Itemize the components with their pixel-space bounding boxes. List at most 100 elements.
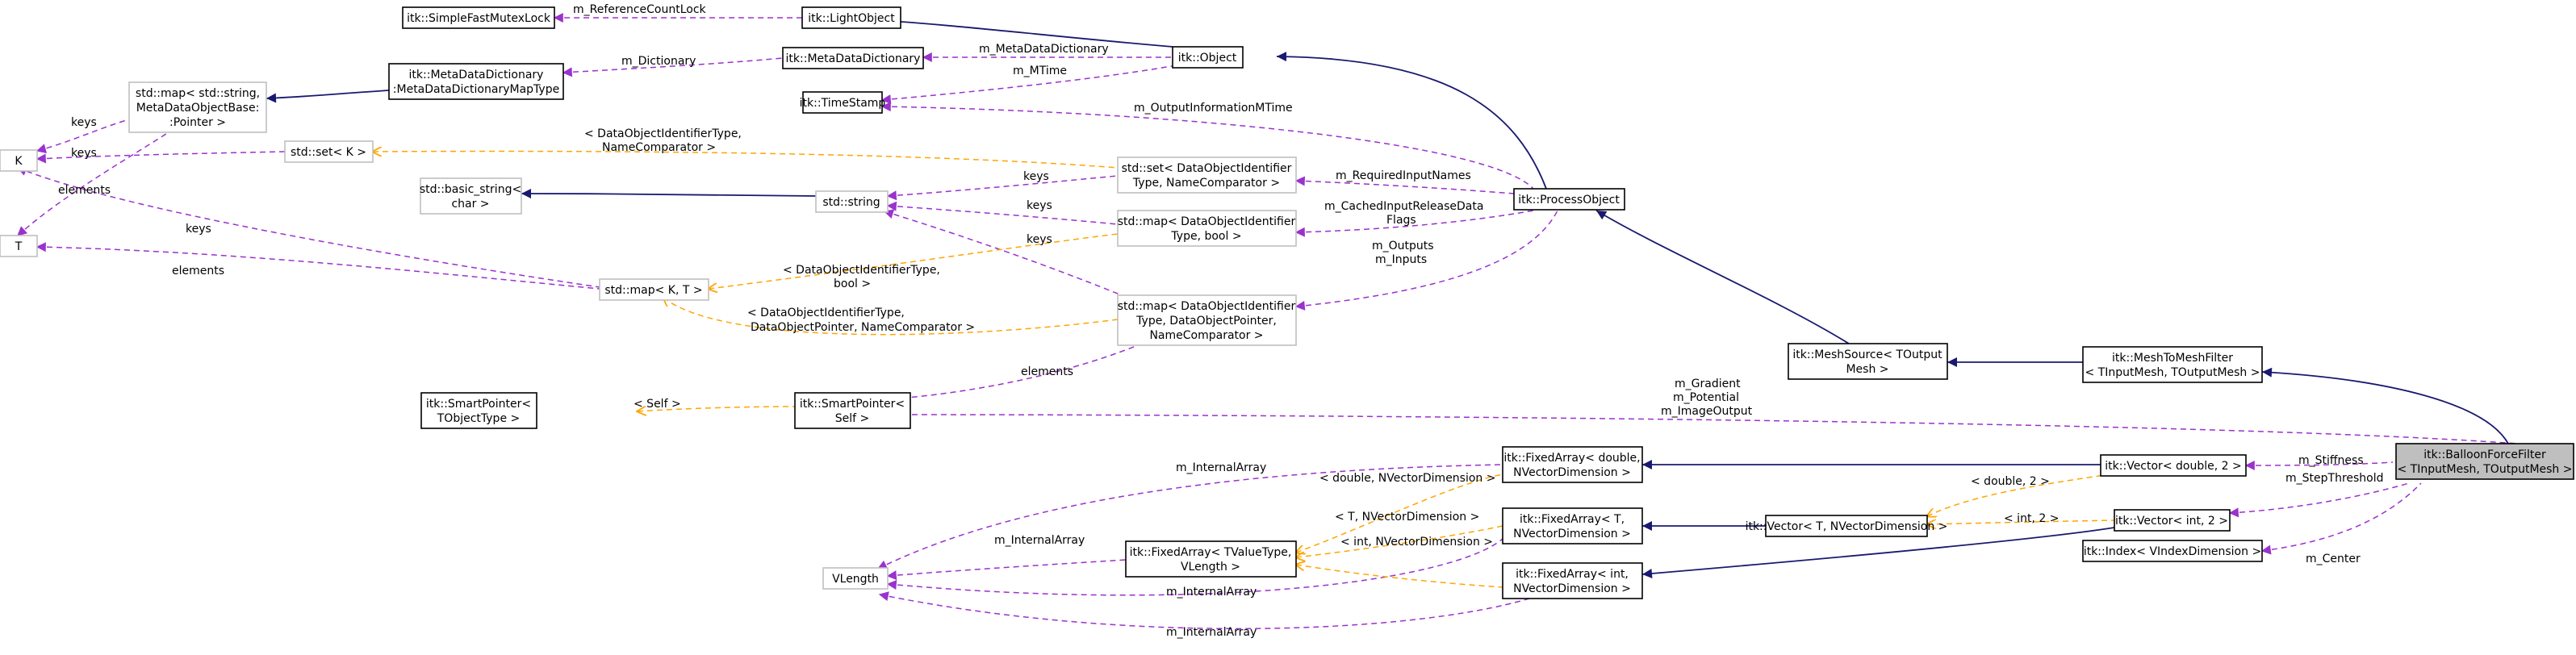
- class-node-index[interactable]: itk::Index< VIndexDimension >: [2082, 540, 2263, 562]
- edge-label: keys: [186, 223, 211, 236]
- node-label: NVectorDimension >: [1513, 582, 1631, 595]
- edge-label: m_OutputInformationMTime: [1134, 102, 1293, 115]
- edge-template-faTV-T: [1296, 525, 1503, 557]
- edge-template-faTV-double: [1296, 474, 1503, 553]
- class-node-fixedarray-T[interactable]: itk::FixedArray< T, NVectorDimension >: [1502, 507, 1643, 544]
- edge-template-vecTN-double2: [1927, 470, 2131, 516]
- edge-label: bool >: [834, 277, 871, 290]
- class-node-T[interactable]: T: [0, 235, 38, 257]
- class-node-lightobject[interactable]: itk::LightObject: [801, 6, 901, 29]
- edge-label: keys: [1023, 170, 1049, 183]
- class-node-meshtomeshfilter[interactable]: itk::MeshToMeshFilter < TInputMesh, TOut…: [2082, 346, 2263, 383]
- edge-inherit-meshsource-processobject: [1595, 210, 1850, 344]
- edge-usage-stepthreshold: [2228, 482, 2410, 518]
- node-label: std::set< K >: [291, 146, 366, 159]
- node-label: itk::SmartPointer<: [426, 398, 531, 411]
- class-node-object[interactable]: itk::Object: [1172, 46, 1244, 69]
- class-node-metadatadictionary[interactable]: itk::MetaDataDictionary: [782, 47, 924, 69]
- node-label: itk::Index< VIndexDimension >: [2084, 545, 2261, 558]
- edge-usage-elements-stdmap: [17, 128, 174, 236]
- class-node-stdset-K[interactable]: std::set< K >: [284, 140, 374, 163]
- edge-label: DataObjectPointer, NameComparator >: [751, 321, 975, 334]
- edge-label: m_MTime: [1013, 65, 1067, 77]
- edge-label: < DataObjectIdentifierType,: [747, 307, 905, 319]
- edge-inherit-vecint-faint: [1641, 527, 2115, 578]
- node-label: std::map< std::string,: [136, 87, 260, 100]
- edge-label: < double, NVectorDimension >: [1319, 472, 1495, 485]
- edge-usage-keys-K-stdmapKT: [16, 166, 600, 288]
- node-label: itk::FixedArray< double,: [1503, 452, 1640, 465]
- edge-usage-requiredinputs: [1294, 176, 1515, 194]
- node-label: std::map< K, T >: [604, 284, 702, 297]
- class-node-vector-int-2[interactable]: itk::Vector< int, 2 >: [2114, 509, 2231, 532]
- node-label: itk::TimeStamp: [800, 97, 886, 110]
- class-node-stdmap-dataobjectidentifier-bool[interactable]: std::map< DataObjectIdentifier Type, boo…: [1117, 210, 1297, 247]
- class-node-metadatadictionarymaptype[interactable]: itk::MetaDataDictionary :MetaDataDiction…: [388, 63, 564, 100]
- node-label: Self >: [835, 412, 870, 425]
- edge-label: m_Dictionary: [621, 55, 696, 68]
- node-label: itk::Vector< int, 2 >: [2115, 515, 2228, 528]
- node-label: char >: [451, 198, 489, 211]
- class-node-vlength[interactable]: VLength: [822, 567, 889, 590]
- class-node-simplefastmutexlock[interactable]: itk::SimpleFastMutexLock: [402, 6, 555, 29]
- edge-label: m_Gradient: [1675, 378, 1741, 390]
- edge-label: keys: [1027, 199, 1052, 212]
- edge-usage-elements-T-stdmapKT: [36, 242, 600, 290]
- node-label: itk::MetaDataDictionary: [409, 69, 544, 81]
- class-node-stdstring[interactable]: std::string: [815, 190, 889, 213]
- node-label: :MetaDataDictionaryMapType: [393, 83, 559, 96]
- node-label: Mesh >: [1846, 363, 1888, 376]
- class-node-smartpointer-self[interactable]: itk::SmartPointer< Self >: [794, 392, 911, 429]
- edge-label: keys: [1027, 233, 1052, 246]
- node-label: < TInputMesh, TOutputMesh >: [2085, 366, 2260, 379]
- edge-template-stdsetK: [373, 152, 1119, 169]
- class-node-fixedarray-double[interactable]: itk::FixedArray< double, NVectorDimensio…: [1502, 446, 1643, 483]
- node-label: NVectorDimension >: [1513, 528, 1631, 540]
- edge-usage-internal-fadouble: [876, 464, 1503, 569]
- edge-usage-keys-stdmapbool-string: [886, 201, 1119, 225]
- edge-usage-internal-faTV: [886, 559, 1127, 581]
- class-node-fixedarray-tvaluetype[interactable]: itk::FixedArray< TValueType, VLength >: [1125, 540, 1297, 578]
- node-label: K: [15, 155, 23, 168]
- class-node-vector-T-nvectordimension[interactable]: itk::Vector< T, NVectorDimension >: [1746, 515, 1948, 537]
- class-node-basicstring[interactable]: std::basic_string< char >: [420, 177, 522, 215]
- node-label: itk::BalloonForceFilter: [2423, 448, 2546, 461]
- edge-usage-keys-stdmapptr-string: [883, 209, 1127, 298]
- edge-usage-keys-stdmap: [36, 119, 130, 153]
- node-label: itk::SimpleFastMutexLock: [407, 12, 551, 25]
- class-node-vector-double-2[interactable]: itk::Vector< double, 2 >: [2100, 454, 2247, 477]
- node-label: itk::FixedArray< TValueType,: [1130, 546, 1292, 559]
- edge-label: < Self >: [634, 398, 681, 411]
- node-label: itk::SmartPointer<: [800, 398, 905, 411]
- edge-label: < DataObjectIdentifierType,: [584, 127, 742, 140]
- class-node-stdmap-K-T[interactable]: std::map< K, T >: [599, 278, 709, 301]
- node-label: std::set< DataObjectIdentifier: [1122, 162, 1292, 175]
- class-node-stdmap-dataobjectpointer[interactable]: std::map< DataObjectIdentifier Type, Dat…: [1117, 294, 1297, 346]
- edge-label: m_ReferenceCountLock: [573, 3, 707, 16]
- node-label: itk::Vector< double, 2 >: [2105, 460, 2241, 473]
- class-node-fixedarray-int[interactable]: itk::FixedArray< int, NVectorDimension >: [1502, 562, 1643, 599]
- edge-template-stdmapKT-ptr: [663, 298, 1119, 336]
- edge-template-vecTN-int2: [1927, 520, 2115, 524]
- node-label: Type, NameComparator >: [1132, 177, 1280, 190]
- class-node-balloonforcefilter[interactable]: itk::BalloonForceFilter < TInputMesh, TO…: [2395, 443, 2574, 480]
- edge-label: < int, NVectorDimension >: [1340, 536, 1493, 549]
- class-node-smartpointer-tobjecttype[interactable]: itk::SmartPointer< TObjectType >: [420, 392, 537, 429]
- class-node-stdset-dataobjectidentifier[interactable]: std::set< DataObjectIdentifier Type, Nam…: [1117, 156, 1297, 194]
- edge-usage-internal-faint: [878, 591, 1530, 630]
- class-node-meshsource[interactable]: itk::MeshSource< TOutput Mesh >: [1788, 343, 1948, 380]
- class-node-processobject[interactable]: itk::ProcessObject: [1513, 188, 1625, 211]
- class-node-K[interactable]: K: [0, 149, 38, 172]
- node-label: std::basic_string<: [420, 183, 521, 196]
- node-label: itk::ProcessObject: [1518, 194, 1620, 207]
- node-label: NVectorDimension >: [1513, 466, 1631, 479]
- edge-label: m_StepThreshold: [2285, 472, 2384, 485]
- node-label: itk::MetaDataDictionary: [786, 52, 921, 65]
- node-label: itk::FixedArray< T,: [1520, 513, 1625, 526]
- edge-usage-center: [2260, 482, 2422, 555]
- class-node-stdmap-metadataobject[interactable]: std::map< std::string, MetaDataObjectBas…: [128, 81, 267, 133]
- class-node-timestamp[interactable]: itk::TimeStamp: [800, 91, 886, 114]
- edge-label: elements: [1021, 365, 1073, 378]
- node-label: VLength: [832, 573, 879, 586]
